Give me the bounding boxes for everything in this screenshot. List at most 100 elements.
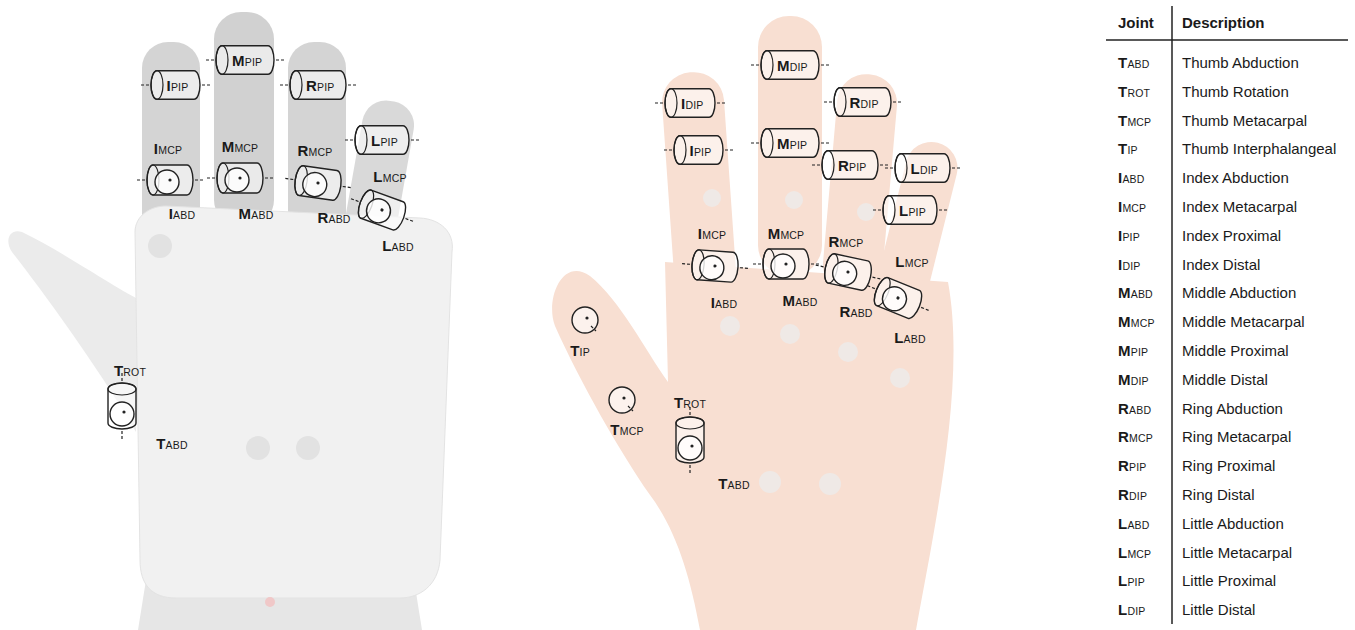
abduction-joint <box>363 195 394 226</box>
joint-label: TROT <box>674 395 706 410</box>
cylinder-outline <box>293 165 343 201</box>
table-cell: IABD <box>1118 170 1145 185</box>
joint-cylinder: RPIP <box>290 70 346 100</box>
axis-dash <box>821 64 829 65</box>
axis-dash <box>873 209 881 210</box>
table-cell: LABD <box>1118 515 1150 530</box>
joint-label: MDIP <box>777 58 808 73</box>
table-cell: IPIP <box>1118 227 1140 242</box>
robot-palm <box>135 206 452 598</box>
axis-dash <box>628 406 633 411</box>
table-cell: Middle Distal <box>1182 371 1268 386</box>
joint-circle <box>609 387 635 413</box>
cylinder-outline <box>871 275 925 320</box>
joint-dot <box>896 296 900 300</box>
abduction-joint <box>879 283 910 314</box>
joint-cylinder: IDIP <box>665 88 715 118</box>
table-rules <box>1106 6 1348 624</box>
joint-symbol <box>572 307 598 333</box>
cylinder-face <box>674 136 686 165</box>
axis-dash <box>952 167 960 168</box>
cylinder-face <box>834 88 846 117</box>
joint-label: LPIP <box>371 133 398 148</box>
cylinder-face <box>822 151 834 180</box>
joint-cylinder: LPIP <box>355 125 409 155</box>
joint-label: IPIP <box>167 78 189 93</box>
joint-label: IABD <box>169 206 196 221</box>
cylinder-face <box>761 129 773 158</box>
cylinder-face <box>895 154 907 183</box>
table-cell: Middle Abduction <box>1182 285 1296 300</box>
cylinder-body <box>895 154 950 183</box>
joint-cylinder: MPIP <box>761 128 819 158</box>
table-cell: MABD <box>1118 285 1153 300</box>
axis-dash <box>206 59 214 60</box>
table-cell: RDIP <box>1118 487 1147 502</box>
axis-dash <box>202 84 210 85</box>
joint-dot <box>585 316 588 319</box>
joint-label: LPIP <box>899 203 926 218</box>
joint-label: IMCP <box>154 141 182 156</box>
robot-middle-finger <box>214 12 274 227</box>
joint-symbol <box>283 164 353 203</box>
joint-label: RABD <box>839 304 872 319</box>
table-cell: Ring Abduction <box>1182 400 1283 415</box>
table-cell: MPIP <box>1118 343 1148 358</box>
joint-symbol <box>753 249 819 279</box>
axis-dash <box>276 59 284 60</box>
axis-dash <box>872 277 880 279</box>
axis-dash <box>893 101 901 102</box>
joint-dot <box>713 264 716 267</box>
table-cell: TABD <box>1118 55 1150 70</box>
cylinder-face <box>665 89 677 118</box>
motion-marker <box>720 316 740 336</box>
table-header: Description <box>1182 15 1265 30</box>
joint-label: TABD <box>156 436 188 451</box>
cylinder-outline <box>108 383 136 429</box>
cylinder-face <box>290 71 302 100</box>
human-hand <box>552 16 963 630</box>
axis-dash <box>812 164 820 165</box>
axis-dash <box>717 102 725 103</box>
joint-label: IABD <box>711 295 738 310</box>
axis-dash <box>280 84 288 85</box>
joint-symbol <box>207 163 273 193</box>
cylinder-face <box>216 46 228 75</box>
cylinder-face <box>676 417 704 429</box>
table-cell: RABD <box>1118 400 1151 415</box>
human-middle-finger <box>758 16 822 276</box>
cylinder-outline <box>763 249 809 279</box>
joint-label: MPIP <box>777 136 807 151</box>
joint-label: RABD <box>317 210 350 225</box>
axis-dash <box>141 84 149 85</box>
joint-cylinder: LPIP <box>883 195 937 225</box>
cylinder-body <box>761 129 819 158</box>
cylinder-face <box>151 71 163 100</box>
cylinder-outline <box>691 249 739 282</box>
joint-label: LABD <box>382 238 414 253</box>
abduction-joint <box>830 259 858 287</box>
joint-dot <box>380 208 384 212</box>
cylinder-face <box>761 51 773 80</box>
joint-symbol <box>813 250 884 293</box>
axis-dash <box>682 263 690 265</box>
abduction-joint <box>678 436 702 460</box>
table-cell: Index Proximal <box>1182 227 1281 242</box>
cylinder-face <box>883 196 895 225</box>
table-cell: Index Distal <box>1182 256 1260 271</box>
joint-label: RMCP <box>298 143 333 158</box>
table-cell: LDIP <box>1118 602 1145 617</box>
joint-label: RPIP <box>306 78 335 93</box>
axis-dash <box>348 84 356 85</box>
joint-label: TROT <box>114 363 146 378</box>
axis-dash <box>751 64 759 65</box>
joint-dot <box>622 396 625 399</box>
motion-marker <box>838 342 858 362</box>
table-header: Joint <box>1118 15 1154 30</box>
joint-symbol <box>346 185 418 236</box>
cylinder-outline <box>676 417 704 463</box>
table-cell: RPIP <box>1118 458 1147 473</box>
table-cell: RMCP <box>1118 429 1153 444</box>
motion-marker <box>785 191 803 209</box>
